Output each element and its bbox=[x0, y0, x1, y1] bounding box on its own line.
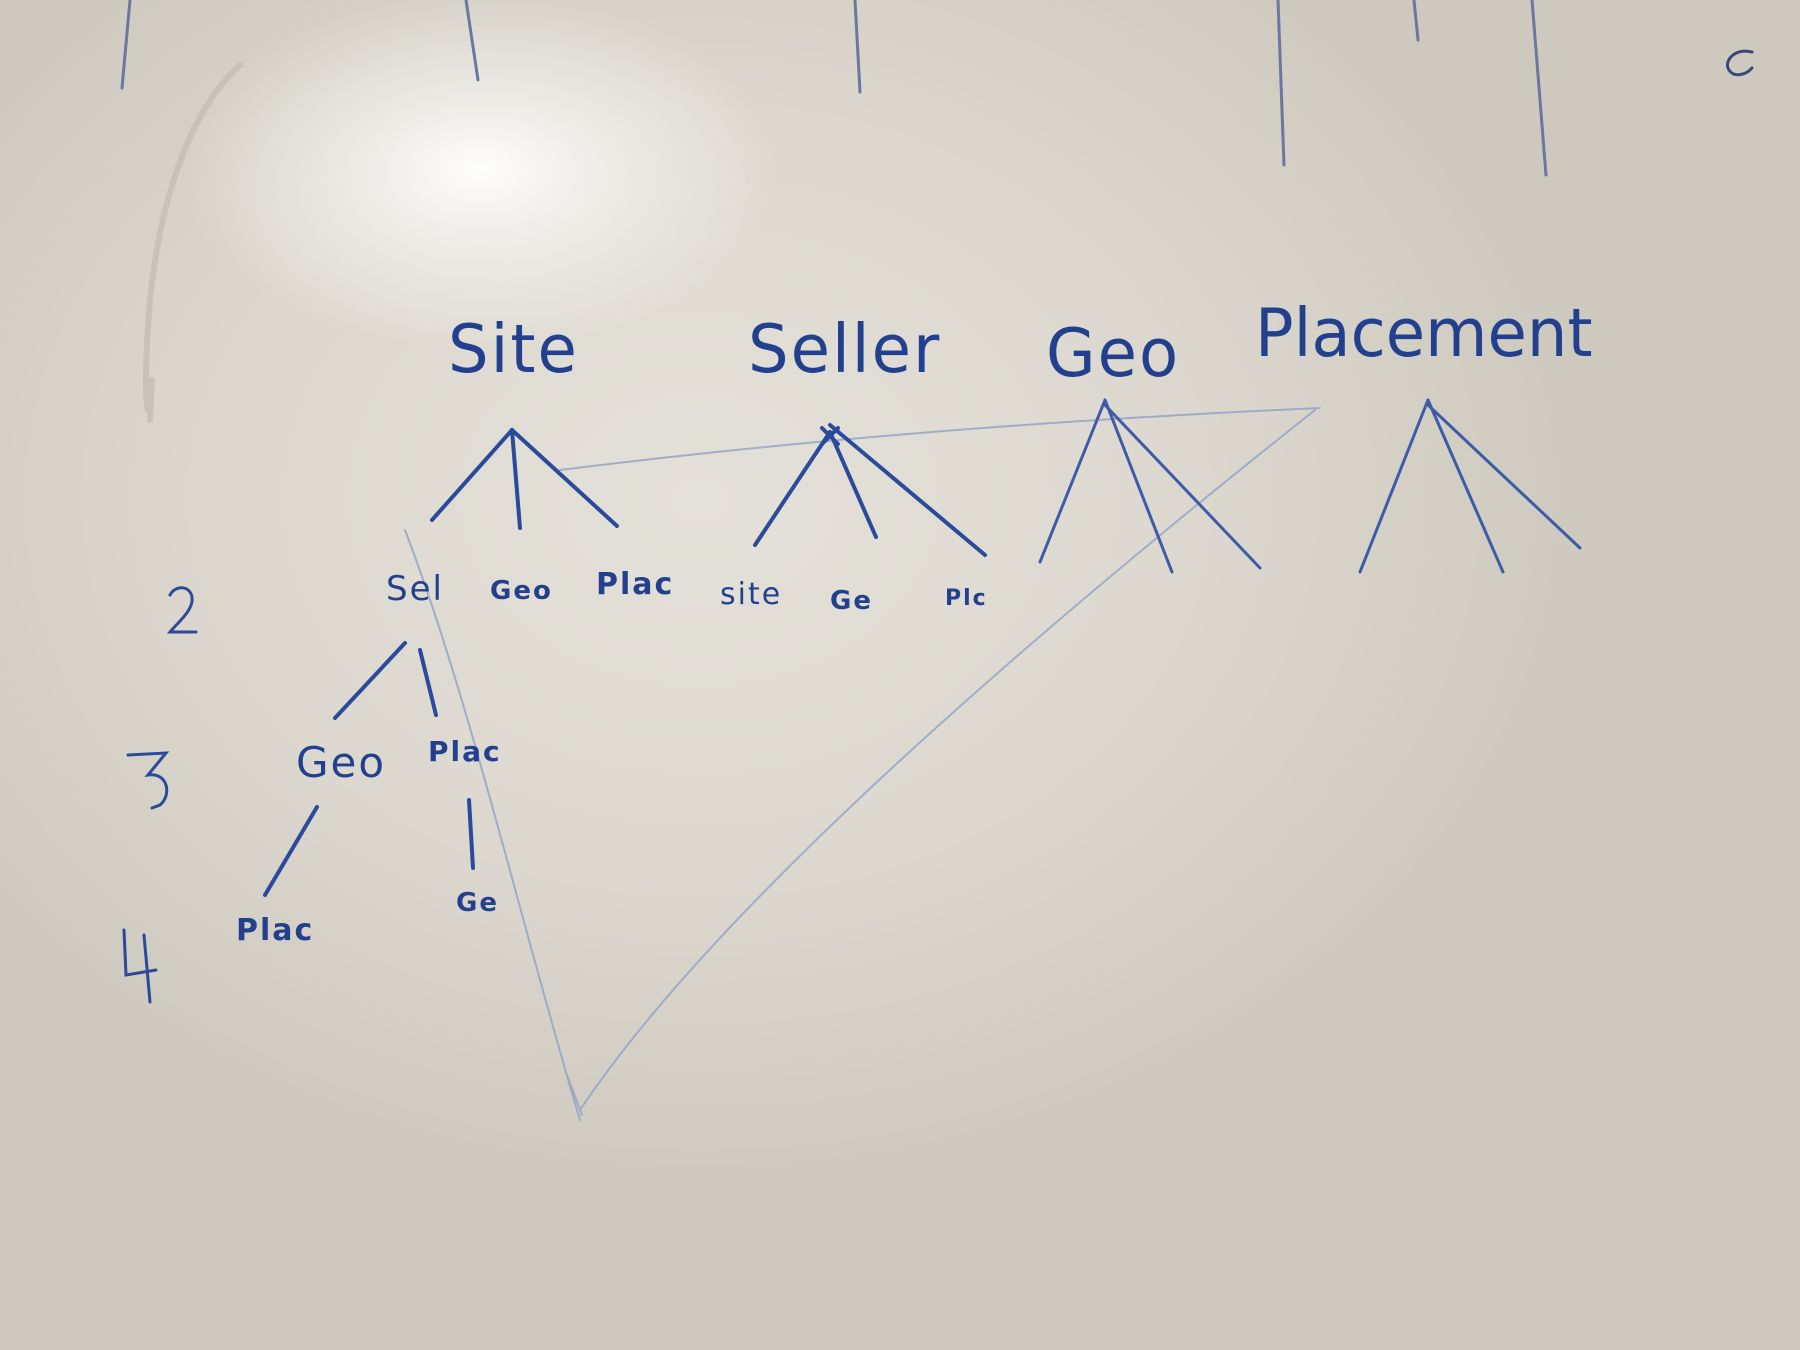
placement-branch-mid bbox=[1426, 398, 1505, 574]
faint-horizontal-stroke bbox=[559, 407, 1321, 471]
geo-branch-left bbox=[1038, 398, 1107, 564]
corner-c-mark bbox=[1725, 49, 1754, 77]
root-label-placement: Placement bbox=[1255, 295, 1593, 373]
top-line-stroke bbox=[120, 0, 132, 90]
level-2-numeral bbox=[166, 586, 198, 634]
plac-child-geo: Ge bbox=[456, 888, 499, 918]
site-child-sel: Sel bbox=[386, 569, 444, 609]
placement-branch-right bbox=[1426, 403, 1582, 550]
site-branch-right bbox=[510, 428, 619, 528]
ghost-stroke bbox=[147, 377, 155, 423]
geo-branch bbox=[263, 805, 319, 897]
seller-branch-right bbox=[828, 423, 987, 557]
geo-branch-mid bbox=[1103, 398, 1174, 574]
site-branch-left bbox=[430, 428, 514, 522]
root-label-seller: Seller bbox=[748, 311, 942, 389]
ghost-stroke bbox=[142, 62, 243, 413]
site-child-plac: Plac bbox=[596, 567, 675, 602]
faint-v-tick-stroke bbox=[564, 1069, 583, 1116]
seller-child-geo: Ge bbox=[830, 586, 873, 616]
top-line-stroke bbox=[1276, 0, 1286, 167]
site-branch-mid bbox=[510, 428, 522, 530]
site-child-geo: Geo bbox=[490, 576, 553, 606]
top-line-stroke bbox=[1412, 0, 1420, 42]
seller-branch-left bbox=[753, 430, 832, 547]
plac-branch bbox=[467, 798, 475, 870]
placement-branch-left bbox=[1358, 398, 1430, 574]
top-line-stroke bbox=[464, 0, 480, 82]
seller-branch-mid bbox=[828, 430, 878, 539]
sel-child-geo: Geo bbox=[296, 738, 387, 787]
geo-branch-right bbox=[1103, 403, 1262, 570]
faint-v-left-stroke bbox=[404, 529, 581, 1121]
sel-branch-left bbox=[333, 641, 407, 720]
level-4-numeral bbox=[122, 928, 158, 1004]
geo-child-plac: Plac bbox=[236, 913, 315, 948]
root-label-geo: Geo bbox=[1046, 315, 1181, 393]
top-line-stroke bbox=[1530, 0, 1548, 177]
level-3-numeral bbox=[126, 751, 170, 810]
seller-child-site: site bbox=[720, 577, 783, 612]
root-label-site: Site bbox=[448, 311, 579, 389]
top-line-stroke bbox=[853, 0, 862, 94]
seller-child-plc: Plc bbox=[945, 586, 988, 611]
seller-branch-x bbox=[820, 426, 840, 446]
faint-v-right-stroke bbox=[579, 409, 1316, 1111]
sel-branch-right bbox=[418, 648, 438, 717]
sel-child-plac: Plac bbox=[428, 735, 502, 768]
